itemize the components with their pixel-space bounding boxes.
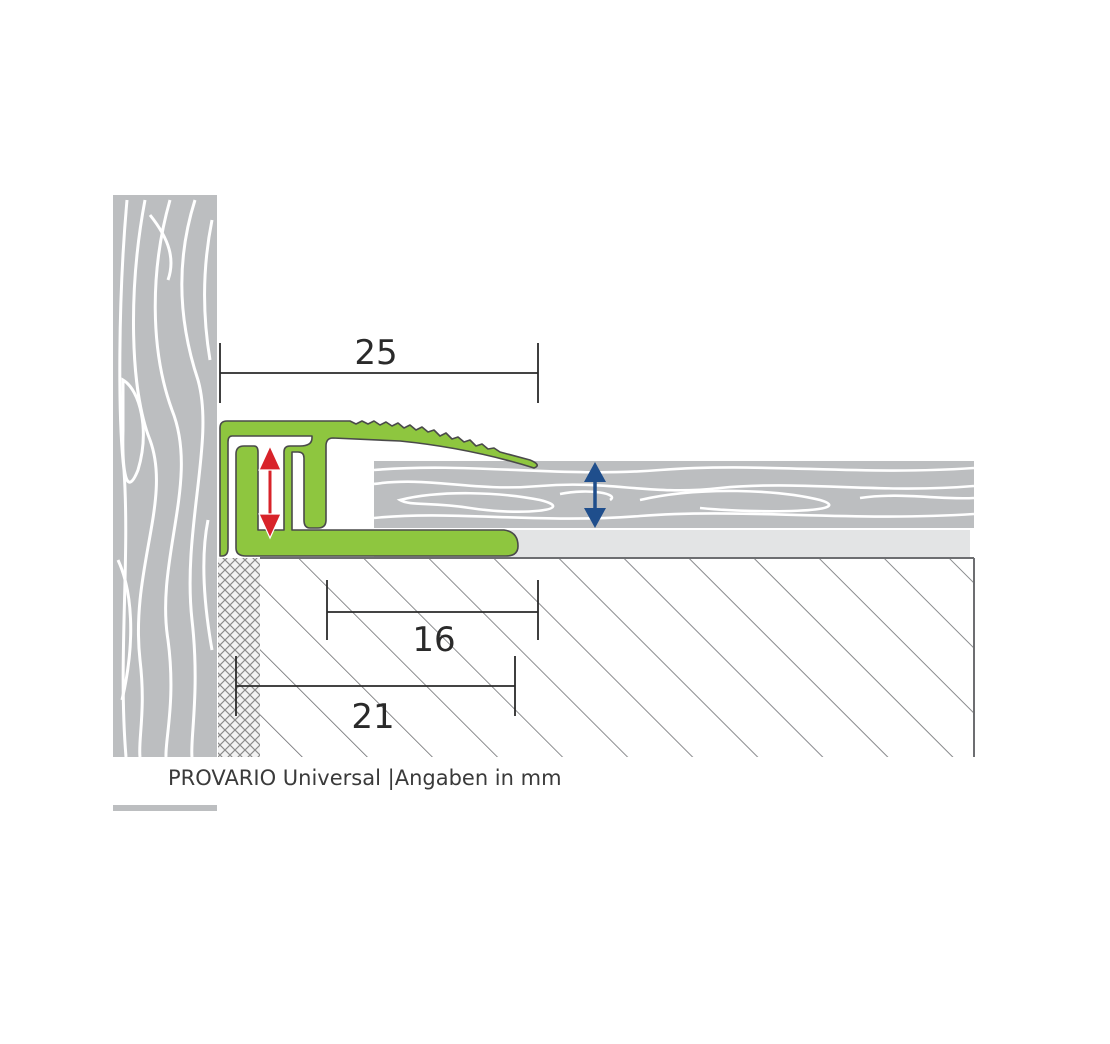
caption-note: Angaben in mm [394,766,562,790]
subfloor-screed [260,557,975,757]
floor-plank [374,461,974,528]
dimension-base-width [235,656,516,716]
dimension-inner-width [326,580,539,640]
transition-profile [219,420,538,557]
caption-separator: | [387,766,395,790]
edge-insulation-strip [218,558,260,757]
wall-wood-panel [113,195,217,757]
figure-caption: PROVARIO Universal |Angaben in mm [168,766,562,790]
dimension-label-inner-width: 16 [412,620,455,660]
dimension-label-top-width: 25 [354,333,397,373]
wall-base-strip [113,805,217,811]
dimension-label-base-width: 21 [351,697,394,737]
dimension-top-width [219,343,539,403]
double-arrow-vertical-icon [258,444,282,540]
double-arrow-vertical-icon [584,462,606,528]
caption-product: PROVARIO Universal [168,766,381,790]
